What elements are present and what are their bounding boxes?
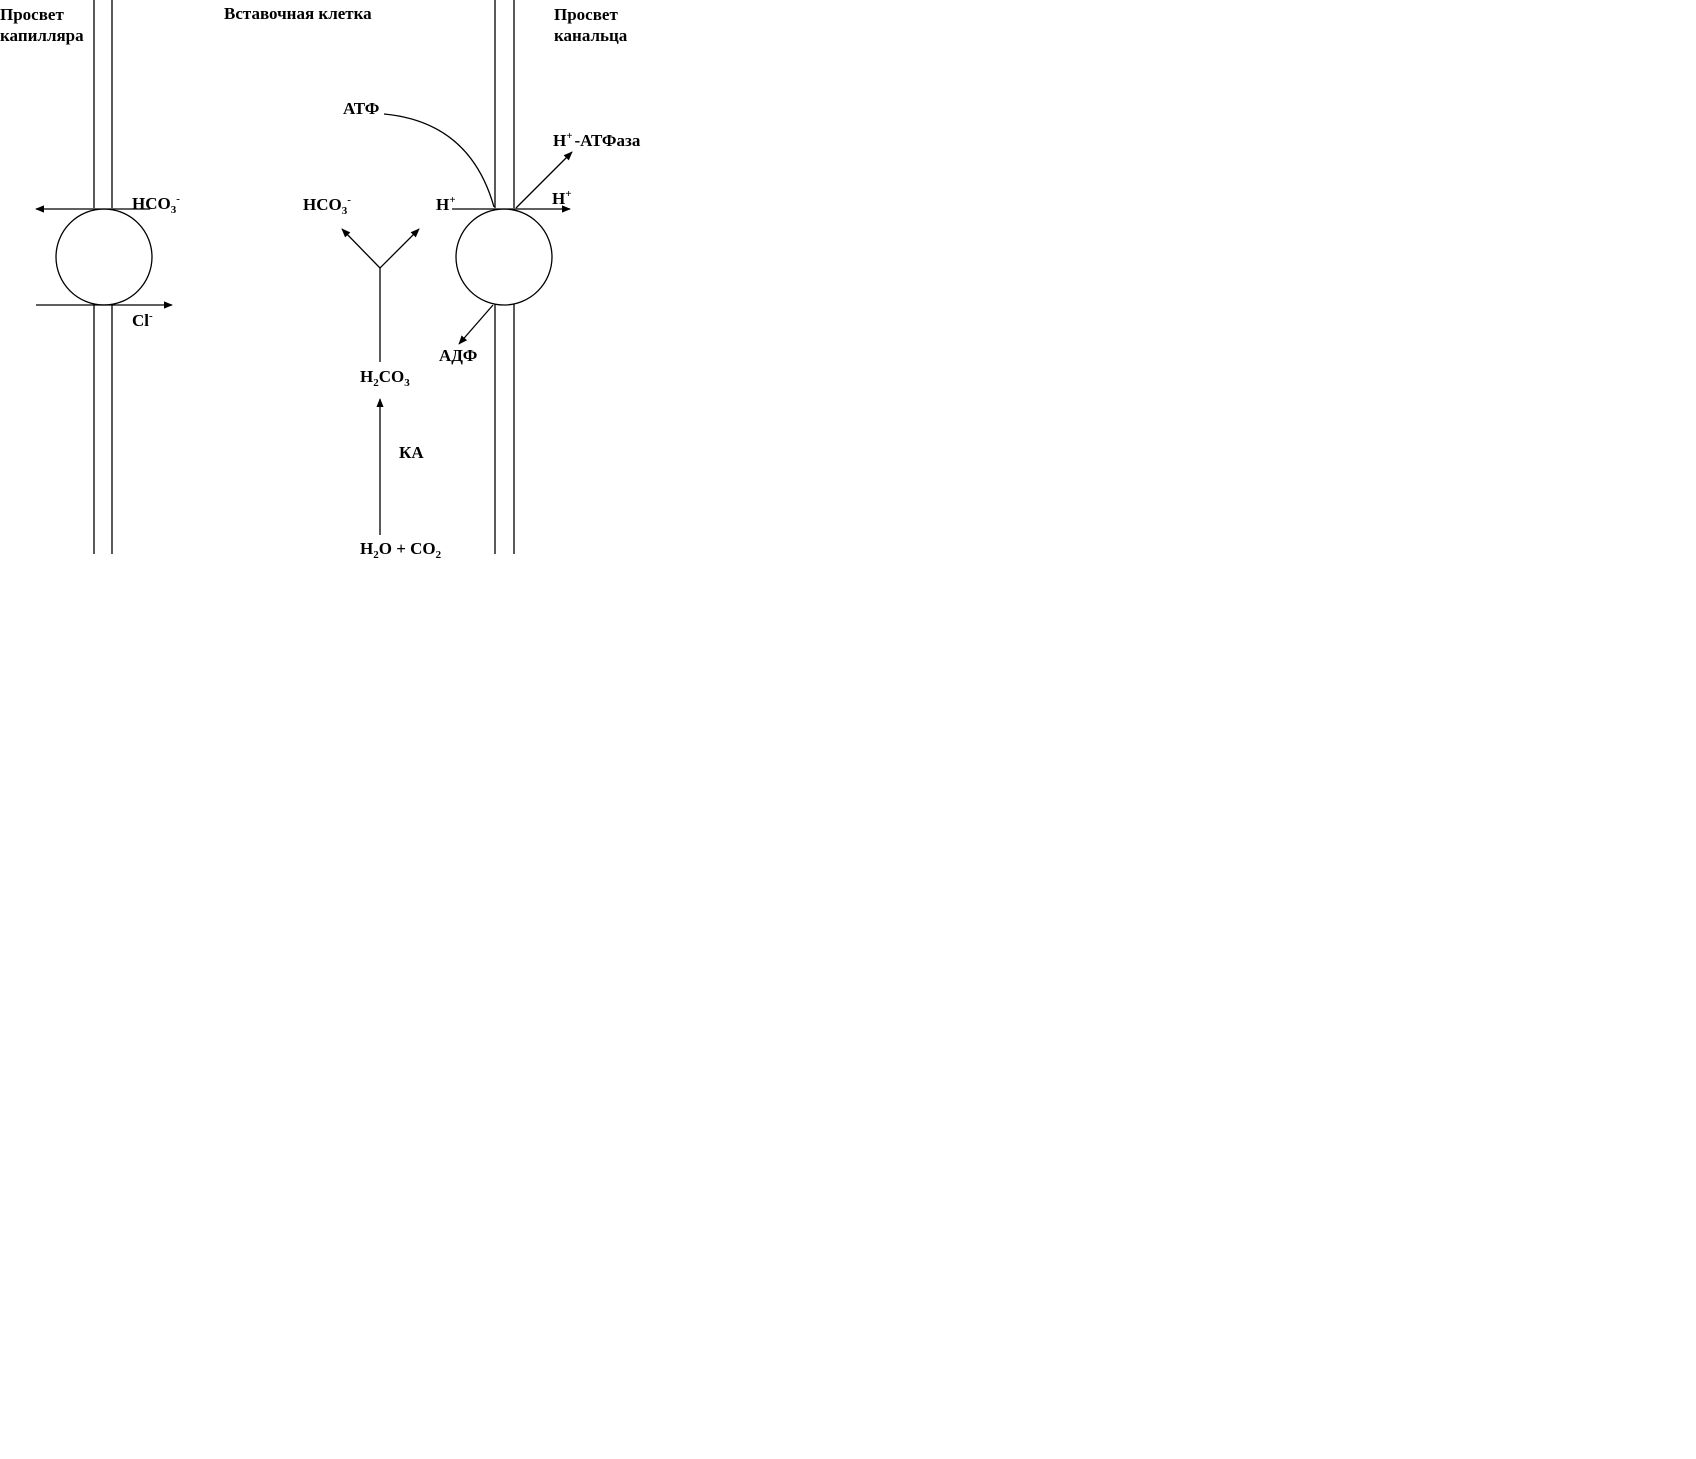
apical-membrane <box>494 0 515 554</box>
proton-pump-circle <box>455 208 553 306</box>
atpase-pointer-arrow <box>515 151 573 209</box>
adp-label: АДФ <box>439 346 477 365</box>
anion-exchanger-circle <box>55 208 153 306</box>
adp-release-arrow <box>458 304 494 345</box>
h-lumen-label: H+ <box>552 188 572 208</box>
h-cell-label: H+ <box>436 194 456 214</box>
carbonic-anhydrase-label: КА <box>399 443 424 462</box>
atp-label: АТФ <box>343 99 379 118</box>
h2co3-label: H2CO3 <box>360 367 410 389</box>
tubule-lumen-title: Просвет <box>554 5 618 24</box>
intercalated-cell-title: Вставочная клетка <box>224 4 372 23</box>
capillary-lumen-title-line2: капилляра <box>0 26 84 45</box>
cl-label: Cl- <box>132 310 153 330</box>
water-co2-label: H2O + CO2 <box>360 539 442 561</box>
h-branch-arrow <box>379 228 420 269</box>
hco3-cell-label: HCO3- <box>303 194 351 217</box>
atp-curve <box>383 113 495 208</box>
tubule-lumen-title-line2: канальца <box>554 26 628 45</box>
hco3-capillary-label: HCO3- <box>132 193 180 216</box>
h-atpase-label: H+-АТФаза <box>553 130 641 150</box>
capillary-lumen-title: Просвет <box>0 5 64 24</box>
hco3-branch-arrow <box>341 228 381 269</box>
basolateral-membrane <box>93 0 113 554</box>
